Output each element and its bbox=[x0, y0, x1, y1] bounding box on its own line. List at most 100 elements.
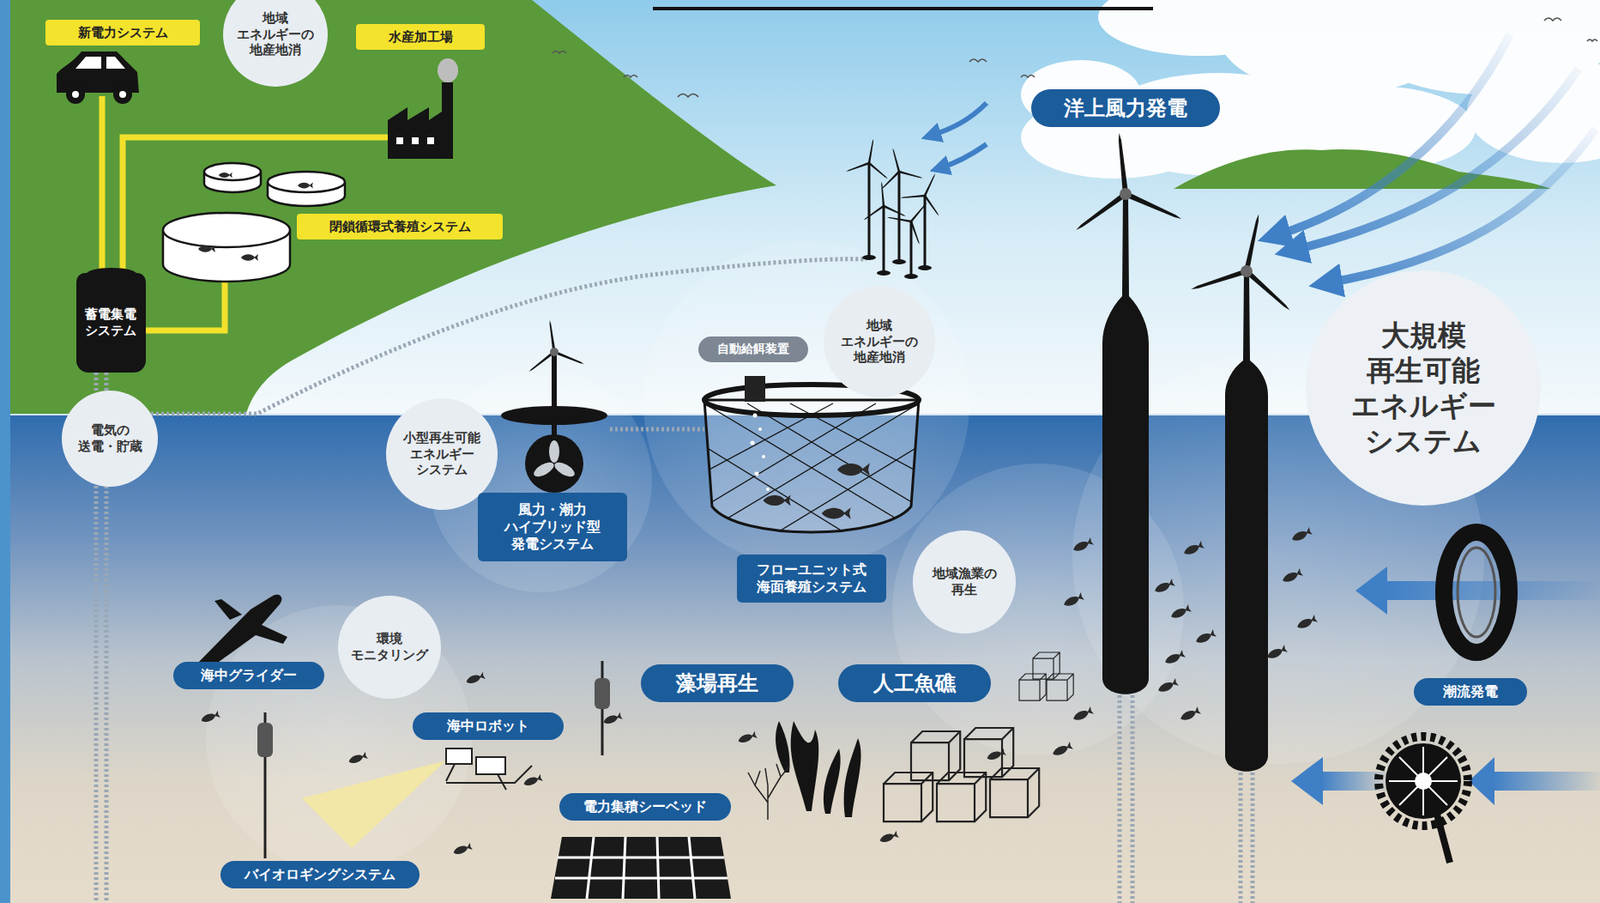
factory bbox=[437, 58, 459, 83]
coral bbox=[748, 763, 790, 820]
net-cage bbox=[750, 413, 771, 492]
fish bbox=[1163, 649, 1186, 666]
fish bbox=[1265, 644, 1288, 661]
info-circle: 環境 モニタリング bbox=[338, 595, 441, 699]
coral bbox=[748, 763, 790, 820]
underwater-robot bbox=[446, 748, 532, 790]
wind-farm bbox=[917, 265, 932, 271]
bird bbox=[1587, 39, 1598, 42]
tidal-turbine bbox=[1443, 531, 1510, 653]
wind-farm bbox=[876, 270, 891, 276]
hybrid-turbine bbox=[531, 458, 557, 479]
underwater-glider bbox=[195, 594, 288, 671]
tidal-turbine bbox=[1414, 772, 1432, 790]
underwater-robot bbox=[476, 756, 506, 774]
node-text: 電力集積シーベッド bbox=[583, 797, 707, 816]
seaweed bbox=[775, 720, 862, 817]
fish bbox=[1295, 614, 1318, 631]
fish bbox=[199, 710, 221, 725]
node-text: 海中ロボット bbox=[446, 717, 530, 735]
node-text: 小型再生可能 エネルギー システム bbox=[402, 429, 482, 478]
fish bbox=[1156, 677, 1179, 695]
fish bbox=[736, 730, 758, 745]
fish bbox=[452, 842, 473, 857]
blue-pill: バイオロギングシステム bbox=[220, 860, 420, 888]
info-circle: 大規模 再生可能 エネルギー システム bbox=[1305, 270, 1541, 506]
blue-pill: 藻場再生 bbox=[640, 664, 794, 702]
seabed-panel bbox=[657, 836, 659, 899]
wind-farm bbox=[845, 134, 955, 279]
power-cable bbox=[1238, 772, 1244, 903]
artificial-reef bbox=[911, 730, 960, 780]
hybrid-turbine bbox=[525, 434, 584, 493]
tank-fish bbox=[198, 172, 314, 261]
sensor-pole bbox=[257, 660, 610, 858]
fish bbox=[1071, 537, 1094, 554]
node-text: 地域 エネルギーの 地産地消 bbox=[235, 10, 315, 59]
system-box: フローユニット式 海面養殖システム bbox=[736, 554, 887, 603]
yellow-wire bbox=[99, 96, 106, 273]
tidal-turbine bbox=[1385, 742, 1462, 819]
hybrid-turbine bbox=[551, 415, 557, 436]
fish bbox=[1050, 741, 1074, 758]
node-text: バイオロギングシステム bbox=[244, 865, 396, 883]
factory bbox=[387, 82, 453, 159]
net-cage bbox=[763, 495, 791, 507]
wind-farm bbox=[898, 171, 901, 262]
node-text: 藻場再生 bbox=[676, 670, 759, 696]
blue-pill: 海中ロボット bbox=[412, 712, 564, 740]
electric-car bbox=[72, 90, 79, 98]
fish bbox=[199, 526, 1318, 856]
tank-fish bbox=[198, 245, 216, 253]
wind-farm bbox=[869, 163, 925, 277]
node-text: 電気の 送電・貯蔵 bbox=[77, 422, 144, 455]
net-cage bbox=[766, 487, 770, 491]
power-cable bbox=[1250, 772, 1256, 903]
seabed-panel bbox=[688, 836, 695, 899]
info-circle: 地域 エネルギーの 地産地消 bbox=[823, 285, 936, 398]
tank-fish bbox=[297, 181, 314, 188]
electric-car bbox=[119, 90, 127, 98]
wind-swoosh bbox=[1291, 68, 1579, 251]
seabed-panel bbox=[586, 836, 594, 899]
node-text: フローユニット式 海面養殖システム bbox=[755, 561, 868, 596]
fish bbox=[522, 773, 544, 788]
storage-tank: 蓄電集電 システム bbox=[76, 272, 146, 373]
fish bbox=[1194, 628, 1217, 646]
bird bbox=[677, 94, 699, 98]
edge-strip bbox=[0, 0, 11, 903]
electric-car bbox=[66, 84, 85, 104]
seaweed bbox=[823, 748, 841, 814]
seabed-panel bbox=[557, 856, 725, 859]
wind-farm bbox=[886, 188, 944, 246]
node-text: 地域 エネルギーの 地産地消 bbox=[839, 317, 919, 366]
blue-pill: 潮流発電 bbox=[1413, 677, 1528, 706]
sensor-pole bbox=[257, 722, 273, 757]
fish bbox=[1153, 578, 1176, 595]
underwater-robot bbox=[446, 763, 532, 790]
hybrid-turbine bbox=[521, 315, 586, 373]
floating-turbine bbox=[1064, 126, 1310, 771]
electric-car bbox=[75, 56, 126, 69]
floating-turbine bbox=[1189, 203, 1310, 313]
floating-turbine bbox=[1064, 126, 1184, 232]
tidal-arrow bbox=[1355, 566, 1388, 615]
grey-pill: 自動給餌装置 bbox=[698, 336, 809, 363]
yellow-label: 新電力システム bbox=[45, 19, 200, 46]
tidal-arrow bbox=[1385, 580, 1600, 600]
yellow-label: 水産加工場 bbox=[356, 24, 485, 50]
wind-farm bbox=[892, 259, 906, 265]
factory bbox=[427, 137, 435, 145]
wind-swoosh bbox=[1325, 128, 1596, 284]
hybrid-turbine bbox=[501, 315, 608, 493]
fish bbox=[878, 830, 900, 845]
hybrid-turbine bbox=[531, 440, 578, 480]
hybrid-turbine bbox=[551, 351, 557, 416]
power-cable bbox=[609, 427, 705, 432]
fish bbox=[464, 671, 486, 686]
fish bbox=[1178, 706, 1202, 723]
info-circle: 電気の 送電・貯蔵 bbox=[61, 390, 158, 487]
wind-arrow bbox=[930, 102, 987, 136]
title-rule bbox=[652, 6, 1154, 11]
seabed-panel bbox=[555, 876, 728, 880]
